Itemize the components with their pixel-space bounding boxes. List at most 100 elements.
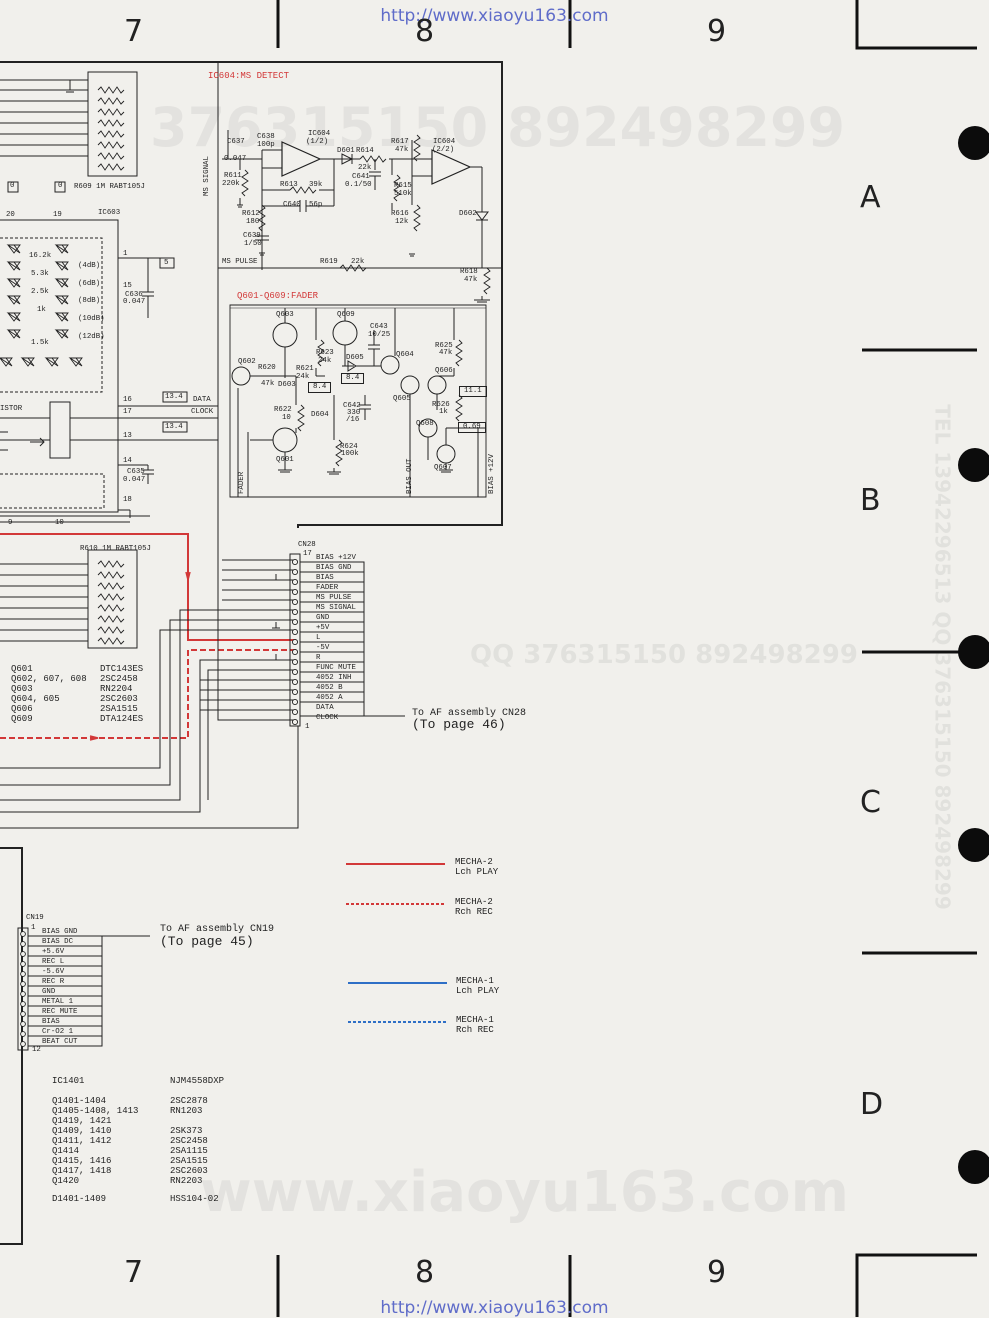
mecha2-signal-paths	[0, 533, 296, 741]
main-part-number: HSS104-02	[170, 1194, 219, 1204]
label-r616: R616	[391, 210, 409, 218]
label-r612: R612	[242, 210, 260, 218]
main-part-ref: Q1401-1404	[52, 1096, 107, 1106]
label-ic604b-value: (2/2)	[432, 146, 455, 154]
grid-column-7-bottom: 7	[124, 1255, 144, 1290]
cn19-pin-label: REC MUTE	[42, 1008, 78, 1016]
label-c637-value: 0.047	[224, 155, 247, 163]
fader-part-ref: Q604, 605	[11, 694, 60, 704]
cn28-pin-label: BIAS +12V	[316, 554, 356, 562]
label-c638-value: 100p	[257, 141, 275, 149]
fader-part-ref: Q603	[11, 684, 33, 694]
label-q606: Q606	[435, 367, 453, 375]
label-ic604b: IC604	[433, 138, 456, 146]
label-r614-value: 22k	[358, 164, 372, 172]
cn19-page-ref: (To page 45)	[160, 934, 254, 949]
cn19-pin-label: BEAT CUT	[42, 1038, 78, 1046]
cn19-pin-last: 12	[32, 1046, 41, 1054]
label-r614: R614	[356, 147, 374, 155]
label-r615-value: 510k	[394, 190, 412, 198]
watermark-qq-mid: QQ 376315150 892498299	[470, 640, 858, 670]
label-c641-value: 0.1/50	[345, 181, 372, 189]
fader-part-ref: Q601	[11, 664, 33, 674]
label-c642-value2: /16	[346, 416, 360, 424]
cn19-pin-label: Cr-O2 1	[42, 1028, 74, 1036]
label-q601: Q601	[276, 456, 294, 464]
label-10db: (10dB)	[78, 315, 105, 323]
cn28-pin-first: 17	[303, 550, 312, 558]
label-c636: C636	[125, 291, 143, 299]
label-r618-value: 47k	[464, 276, 478, 284]
main-part-number: 2SK373	[170, 1126, 203, 1136]
label-q607: Q607	[434, 464, 452, 472]
label-pin16: 16	[123, 396, 132, 404]
legend-mecha1-lch-name: MECHA-1	[456, 976, 494, 986]
label-r622-value: 10	[282, 414, 291, 422]
fader-part-part: DTA124ES	[100, 714, 144, 724]
legend-mecha2-rch-desc: Rch REC	[455, 907, 493, 917]
label-r624-value: 100k	[341, 450, 359, 458]
cn28-pin-label: +5V	[316, 624, 330, 632]
label-voltage-8-4a: 8.4	[308, 382, 332, 394]
label-c642: C642	[343, 402, 361, 410]
label-5k: 5.3k	[31, 270, 49, 278]
cn28-pin-label: 4052 INH	[316, 674, 352, 682]
label-r623: R623	[316, 349, 334, 357]
binder-hole	[958, 1150, 989, 1184]
label-r623-value: 24k	[318, 357, 332, 365]
label-c636-value: 0.047	[123, 298, 146, 306]
cn19-pin-first: 1	[31, 924, 36, 932]
cn19-pin-label: BIAS DC	[42, 938, 74, 946]
label-c639: C639	[243, 232, 261, 240]
main-part-ref: D1401-1409	[52, 1194, 107, 1204]
fader-part-ref: Q602, 607, 608	[11, 674, 87, 684]
main-part-ref: Q1411, 1412	[52, 1136, 112, 1146]
main-part-ref: IC1401	[52, 1076, 85, 1086]
main-part-number: 2SA1115	[170, 1146, 208, 1156]
label-clock: CLOCK	[191, 408, 214, 416]
fader-block	[229, 304, 487, 498]
label-c635-value: 0.047	[123, 476, 146, 484]
grid-column-9-bottom: 9	[707, 1255, 727, 1290]
watermark-vertical: TEL 13942296513 QQ 376315150 892498299	[930, 404, 955, 910]
label-c637: C637	[227, 138, 245, 146]
ic603-block	[0, 71, 218, 523]
watermark-site: www.xiaoyu163.com	[200, 1160, 850, 1225]
cn28-destination: To AF assembly CN28	[412, 708, 527, 719]
cn28-pin-label: DATA	[316, 704, 334, 712]
label-16k: 16.2k	[29, 252, 52, 260]
label-r619: R619	[320, 258, 338, 266]
binder-hole	[958, 126, 989, 160]
label-voltage-0-69: 0.69	[458, 422, 486, 434]
main-part-number: RN1203	[170, 1106, 203, 1116]
cn28-pin-label: MS SIGNAL	[316, 604, 356, 612]
main-part-ref: Q1419, 1421	[52, 1116, 112, 1126]
label-voltage-13-4a: 13.4	[165, 393, 183, 401]
cn19-pin-label: REC R	[42, 978, 65, 986]
legend-mecha1-rch-desc: Rch REC	[456, 1025, 494, 1035]
label-box-0b: 0	[58, 182, 63, 190]
label-r624: R624	[340, 443, 358, 451]
r610-network	[0, 268, 299, 829]
cn28-page-ref: (To page 46)	[412, 717, 506, 732]
label-box-5: 5	[164, 259, 169, 267]
label-istor: ISTOR	[0, 405, 23, 413]
frame-marks	[276, 0, 977, 1317]
label-pin1: 1	[123, 250, 128, 258]
cn19-pin-label: METAL 1	[42, 998, 74, 1006]
main-part-number: 2SA1515	[170, 1156, 208, 1166]
cn28-pin-label: 4052 B	[316, 684, 343, 692]
cn19-pin-label: +5.6V	[42, 948, 65, 956]
label-r609: R609 1M RABT105J	[74, 183, 145, 191]
grid-row-c: C	[860, 785, 881, 820]
grid-row-a: A	[860, 180, 881, 215]
legend-mecha2-lch-desc: Lch PLAY	[455, 867, 499, 877]
cn19-pin-label: REC L	[42, 958, 65, 966]
fader-part-part: 2SC2603	[100, 694, 138, 704]
legend-lines	[346, 863, 447, 1023]
main-part-ref: Q1409, 1410	[52, 1126, 112, 1136]
label-12db: (12dB)	[78, 333, 105, 341]
label-c643-value: 10/25	[368, 331, 391, 339]
label-r613-value: 39k	[309, 181, 323, 189]
